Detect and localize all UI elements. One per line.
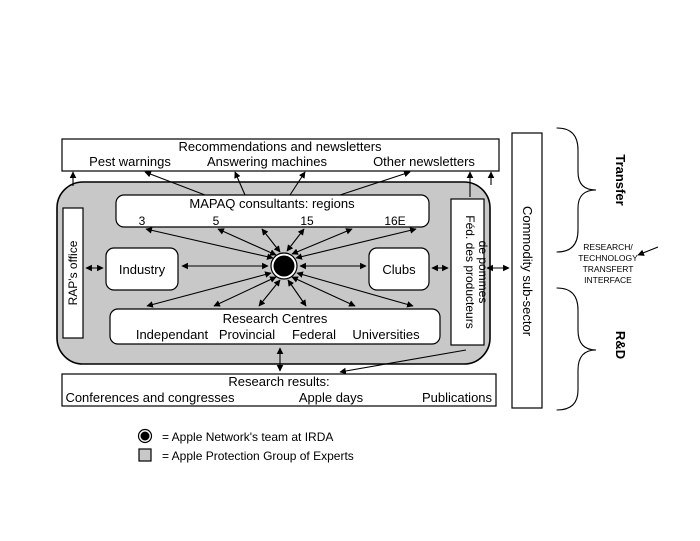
independant-label: Independant	[136, 327, 209, 342]
recommendations-title: Recommendations and newsletters	[178, 139, 382, 154]
transfer-label: Transfer	[613, 154, 628, 205]
interface-line2: TECHNOLOGY	[578, 253, 638, 263]
results-links	[276, 347, 467, 375]
interface-annotation: RESEARCH/ TECHNOLOGY TRANSFERT INTERFACE	[578, 242, 659, 285]
commodity-box: Commodity sub-sector	[511, 132, 543, 409]
recommendations-box: Recommendations and newsletters Pest war…	[61, 138, 500, 172]
federation-box: Féd. des producteurs de pommes	[450, 198, 490, 346]
irda-hub-core	[273, 255, 295, 277]
rd-brace	[556, 287, 597, 411]
hub-spokes	[145, 227, 417, 308]
other-newsletters-label: Other newsletters	[373, 154, 475, 169]
rd-label: R&D	[613, 331, 628, 359]
mapaq-box: MAPAQ consultants: regions 3 5 15 16E	[115, 194, 430, 228]
industry-box: Industry	[105, 247, 179, 291]
clubs-label: Clubs	[382, 262, 416, 277]
industry-label: Industry	[119, 262, 166, 277]
region-15: 15	[300, 214, 314, 228]
interface-line3: TRANSFERT	[583, 264, 634, 274]
raps-office-box: RAP's office	[62, 207, 84, 339]
federation-line1: Féd. des producteurs	[463, 215, 477, 328]
federal-label: Federal	[292, 327, 336, 342]
legend-dot-label: = Apple Network's team at IRDA	[162, 430, 333, 444]
interface-line1: RESEARCH/	[583, 242, 633, 252]
raps-office-label: RAP's office	[66, 240, 80, 305]
research-centres-title: Research Centres	[223, 311, 328, 326]
commodity-label: Commodity sub-sector	[520, 206, 535, 337]
universities-label: Universities	[352, 327, 420, 342]
publications-label: Publications	[422, 390, 493, 405]
conferences-label: Conferences and congresses	[65, 390, 235, 405]
research-results-title: Research results:	[228, 374, 329, 389]
newsletter-arrows	[69, 170, 495, 197]
clubs-box: Clubs	[368, 247, 430, 291]
region-3: 3	[139, 214, 146, 228]
federation-line2: de pommes	[476, 241, 490, 304]
transfer-brace	[556, 127, 597, 253]
legend: = Apple Network's team at IRDA = Apple P…	[137, 428, 354, 463]
region-16e: 16E	[384, 214, 405, 228]
legend-square-label: = Apple Protection Group of Experts	[162, 449, 354, 463]
legend-square-icon	[138, 448, 152, 462]
answering-machines-label: Answering machines	[207, 154, 327, 169]
region-5: 5	[213, 214, 220, 228]
research-results-box: Research results: Conferences and congre…	[61, 373, 497, 407]
mapaq-title: MAPAQ consultants: regions	[189, 196, 355, 211]
provincial-label: Provincial	[219, 327, 275, 342]
pest-warnings-label: Pest warnings	[89, 154, 171, 169]
apple-days-label: Apple days	[299, 390, 364, 405]
research-centres-box: Research Centres Independant Provincial …	[109, 308, 441, 345]
interface-line4: INTERFACE	[584, 275, 632, 285]
